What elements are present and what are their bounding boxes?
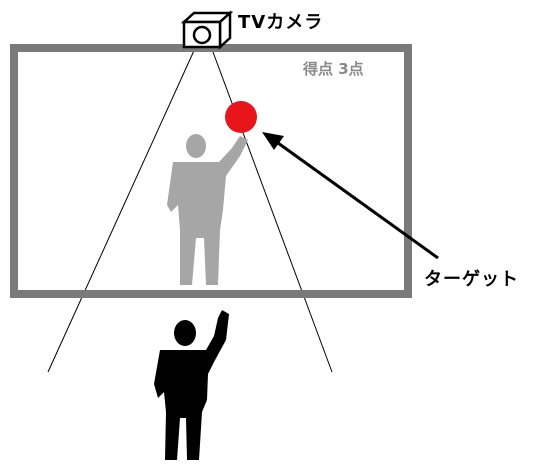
- target-arrow-head: [262, 132, 284, 150]
- target-arrow: [277, 141, 439, 260]
- target-circle: [225, 101, 257, 133]
- tv-camera-icon: [180, 10, 234, 50]
- camera-view-line-left: [47, 43, 198, 373]
- person-icon: [154, 310, 229, 460]
- score-label: 得点 3点: [303, 60, 364, 78]
- projected-person-icon: [167, 134, 248, 285]
- camera-view-line-right: [209, 43, 333, 373]
- target-label: ターゲット: [424, 269, 519, 290]
- camera-label: TVカメラ: [238, 12, 324, 33]
